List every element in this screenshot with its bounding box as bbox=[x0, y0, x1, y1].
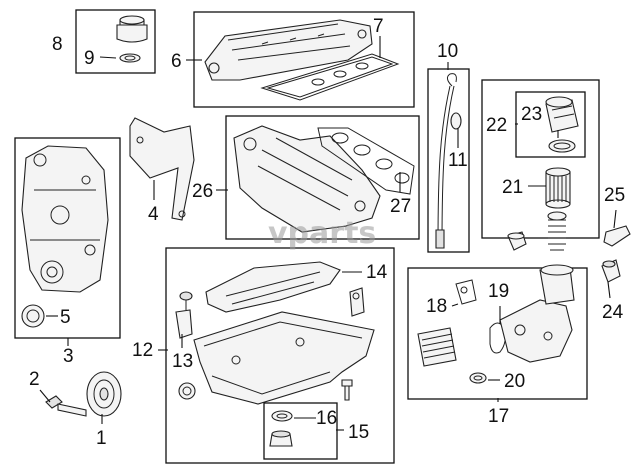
callout-5: 5 bbox=[60, 307, 71, 328]
box-oil-cap bbox=[75, 9, 156, 74]
timing-cover-part bbox=[21, 145, 109, 293]
oil-pan-bolt-part bbox=[341, 379, 353, 401]
drain-plug-washer-part bbox=[271, 410, 293, 422]
crankshaft-pulley-part bbox=[86, 371, 122, 417]
leader-lines bbox=[39, 36, 617, 431]
callout-23: 23 bbox=[521, 104, 542, 125]
oil-filter-adapter-part bbox=[499, 264, 575, 363]
valve-cover-part bbox=[204, 19, 373, 81]
box-oil-filter-housing bbox=[481, 79, 600, 239]
oil-filter-cap-part bbox=[545, 96, 579, 133]
filter-housing-valve-part bbox=[507, 231, 527, 251]
callout-25: 25 bbox=[604, 185, 625, 206]
callout-2: 2 bbox=[29, 369, 40, 390]
box-oil-pan bbox=[165, 247, 395, 464]
callout-1: 1 bbox=[96, 428, 107, 449]
oil-pump-pickup-part bbox=[175, 291, 193, 339]
dipstick-seal-part bbox=[450, 112, 462, 130]
callout-13: 13 bbox=[172, 351, 193, 372]
crankshaft-bolt-part bbox=[45, 395, 87, 417]
callout-4: 4 bbox=[148, 204, 159, 225]
callout-19: 19 bbox=[488, 281, 509, 302]
callout-3: 3 bbox=[63, 346, 74, 367]
oil-cooler-seal-part bbox=[489, 322, 506, 354]
callout-9: 9 bbox=[84, 48, 95, 69]
oil-pressure-switch-part bbox=[601, 259, 621, 283]
box-drain-plug bbox=[263, 402, 338, 460]
callout-15: 15 bbox=[348, 422, 369, 443]
intake-manifold-gasket-part bbox=[317, 127, 415, 195]
callout-8: 8 bbox=[52, 34, 63, 55]
callout-17: 17 bbox=[488, 406, 509, 427]
oil-pan-part bbox=[193, 311, 375, 405]
oil-cooler-o-ring-part bbox=[469, 372, 487, 384]
callout-20: 20 bbox=[504, 371, 525, 392]
oil-filter-part bbox=[545, 167, 571, 209]
filter-housing-spring-part bbox=[547, 211, 567, 251]
valve-cover-gasket-part bbox=[260, 53, 400, 101]
box-intake-manifold bbox=[225, 115, 420, 240]
oil-pan-baffle-part bbox=[205, 261, 341, 313]
front-crank-seal-part bbox=[21, 304, 45, 328]
callout-7: 7 bbox=[373, 16, 384, 37]
drain-plug-part bbox=[269, 430, 293, 447]
callout-18: 18 bbox=[426, 296, 447, 317]
callout-11: 11 bbox=[448, 150, 468, 171]
oil-level-sensor-part bbox=[603, 225, 631, 247]
callout-14: 14 bbox=[366, 262, 388, 283]
callout-12: 12 bbox=[132, 340, 153, 361]
upper-timing-cover-part bbox=[129, 117, 195, 221]
callout-22: 22 bbox=[486, 115, 507, 136]
callout-26: 26 bbox=[192, 181, 213, 202]
intake-manifold-part bbox=[233, 125, 381, 233]
oil-filter-cap-seal-part bbox=[548, 139, 576, 153]
oil-pan-gasket-ring-part bbox=[178, 382, 196, 400]
callout-24: 24 bbox=[602, 302, 624, 323]
callout-6: 6 bbox=[171, 51, 182, 72]
dipstick-part bbox=[435, 73, 457, 249]
oil-pan-bracket-part bbox=[349, 287, 365, 317]
oil-cooler-part bbox=[417, 327, 457, 367]
callout-10: 10 bbox=[437, 41, 458, 62]
oil-cooler-gasket-part bbox=[455, 279, 477, 305]
callout-21: 21 bbox=[502, 177, 523, 198]
watermark: vparts bbox=[268, 216, 376, 251]
callout-16: 16 bbox=[316, 408, 337, 429]
oil-filler-cap-seal-part bbox=[119, 53, 141, 63]
callout-27: 27 bbox=[390, 196, 411, 217]
oil-filler-cap-part bbox=[116, 15, 148, 43]
